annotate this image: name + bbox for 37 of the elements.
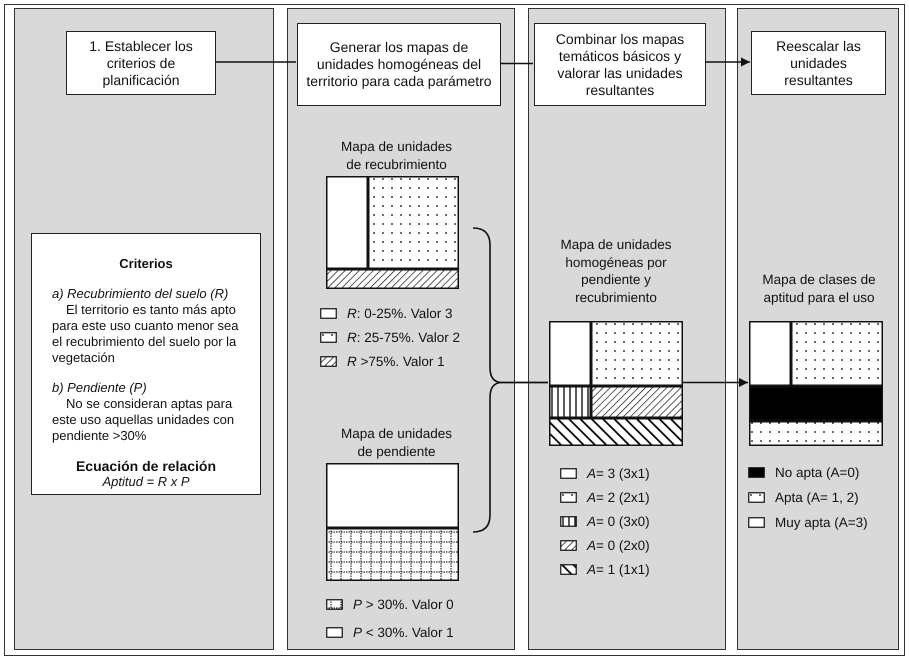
map-title: Mapa de clases de aptitud para el uso [761, 271, 877, 306]
process-box: Generar los mapas de unidades homogéneas del territorio para cada parámetro [297, 23, 501, 106]
legend-label: A= 2 (2x1) [587, 490, 650, 504]
process-box: 1. Establecer los criterios de planificación [66, 31, 216, 95]
legend-label: R: 25-75%. Valor 2 [347, 330, 460, 344]
criterion-text: El territorio es tanto más apto para este uso cuanto menor sea el recubrimiento del suelo por la vegetación [52, 302, 240, 366]
equation-text: Aptitud = R x P [101, 474, 191, 490]
legend-label: Apta (A= 1, 2) [775, 490, 859, 504]
arrow [682, 378, 748, 387]
criterion-heading: a) Recubrimiento del suelo (R) [52, 286, 230, 302]
column-panel [528, 8, 726, 650]
legend-label: A= 3 (3x1) [587, 466, 650, 480]
legend-label: A= 0 (3x0) [587, 514, 650, 528]
column-panel [14, 8, 274, 650]
connector-line [500, 62, 533, 64]
criterion-heading: b) Pendiente (P) [52, 380, 148, 396]
arrow [705, 58, 750, 66]
column-panel [737, 8, 899, 650]
criteria-panel [31, 233, 261, 495]
legend-label: P > 30%. Valor 0 [353, 596, 454, 612]
legend-label: Muy apta (A=3) [775, 514, 868, 530]
map-title: Mapa de unidades de pendiente [340, 425, 454, 460]
column-panel [287, 8, 515, 650]
connector-line [215, 61, 296, 63]
legend-label: R >75%. Valor 1 [347, 354, 445, 368]
box-heading: Criterios [118, 256, 174, 272]
legend-label: A= 1 (1x1) [587, 562, 650, 576]
process-box: Reescalar las unidades resultantes [751, 31, 886, 95]
legend-label: A= 0 (2x0) [587, 538, 650, 552]
legend-label: P < 30%. Valor 1 [353, 624, 454, 640]
equation-heading: Ecuación de relación [74, 458, 218, 474]
map-title: Mapa de unidades de recubrimiento [340, 138, 454, 173]
map-title: Mapa de unidades homogéneas por pendiente y recubrimiento [559, 236, 673, 306]
legend-label: No apta (A=0) [775, 464, 860, 480]
legend-label: R: 0-25%. Valor 3 [347, 306, 453, 320]
criterion-text: No se consideran aptas para este uso aquellas unidades con pendiente >30% [52, 396, 236, 444]
process-box: Combinar los mapas temáticos básicos y valorar las unidades resultantes [534, 23, 706, 106]
